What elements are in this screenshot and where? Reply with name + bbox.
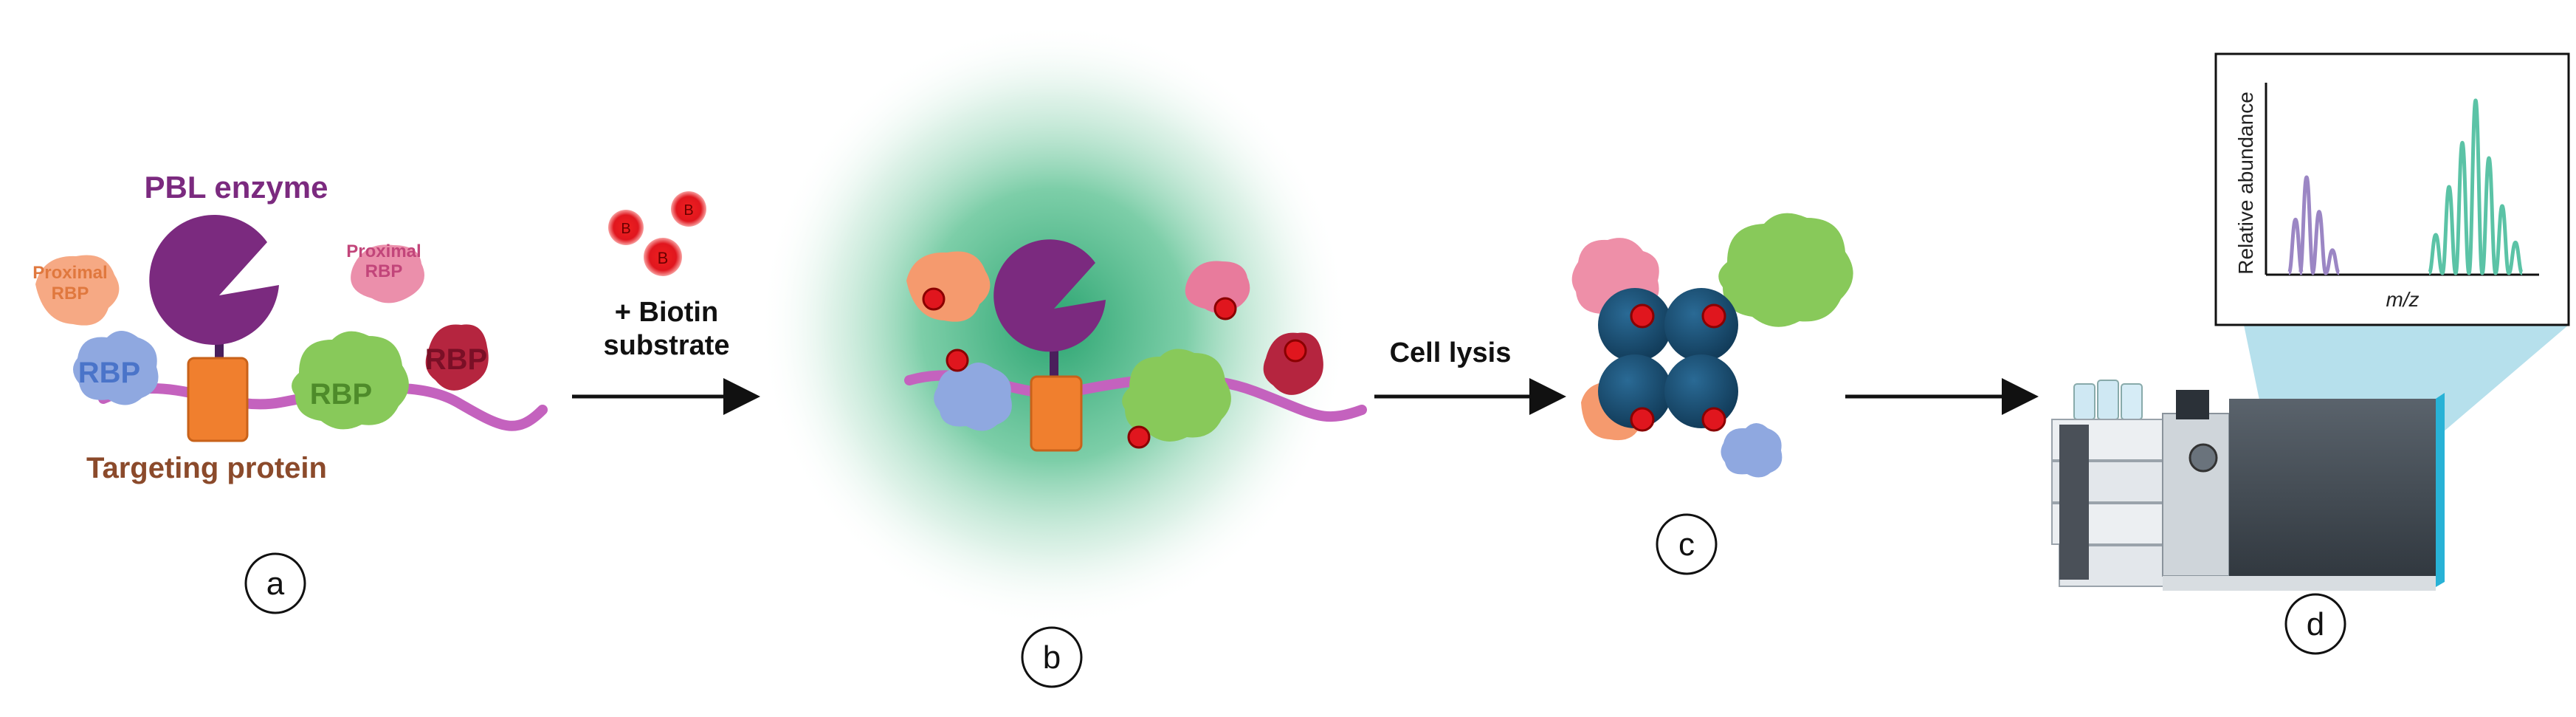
rbp-green	[292, 331, 409, 430]
lc-panel	[2059, 425, 2089, 580]
panel-d-circle	[2284, 593, 2346, 655]
solvent-bottle-2	[2097, 380, 2119, 420]
spectrum-ylabel: Relative abundance	[2234, 92, 2257, 275]
ms-front	[2162, 413, 2230, 577]
biotin-tag-c4	[1701, 407, 1726, 432]
targeting-label: Targeting protein	[86, 452, 327, 484]
biotin-tag-c1	[1630, 303, 1655, 329]
proximal-rbp-right	[351, 244, 424, 303]
proximal-left-line1: Proximal	[32, 263, 107, 283]
ms-side	[2436, 393, 2445, 587]
rbp-blue	[72, 331, 159, 405]
bead-4	[1664, 354, 1738, 428]
biotin-molecule-2	[671, 191, 706, 227]
panel-d-letter: d	[2307, 606, 2324, 642]
spectrum-peak-teal-4	[2480, 156, 2498, 275]
biotin-tag-b3	[1127, 425, 1151, 449]
panel-b-letter: b	[1043, 639, 1061, 676]
biotin-molecule-3	[644, 238, 682, 276]
ms-instrument	[2162, 390, 2445, 591]
ms-screen	[2176, 390, 2209, 419]
bead-3	[1598, 354, 1672, 428]
panel-c-letter: c	[1678, 526, 1695, 563]
panel-a: PBL enzyme Proximal RBP Proximal RBP RBP…	[32, 170, 548, 614]
panel-d: Relative abundance m/z d	[2051, 52, 2570, 655]
panel-b-circle	[1021, 626, 1083, 688]
pbl-enzyme-b	[993, 239, 1106, 352]
spectrum-peaks	[2287, 98, 2524, 275]
rbp-green-label: RBP	[310, 378, 372, 411]
proximal-right-line1: Proximal	[346, 241, 421, 261]
proximal-rbp-left	[35, 255, 120, 326]
biotin-tag-c2	[1701, 303, 1726, 329]
ms-base	[2163, 576, 2436, 591]
arrow-1: B B B + Biotin substrate	[572, 191, 760, 415]
spectrum-peak-teal-6	[2507, 240, 2524, 275]
biotin-glyph-2: B	[683, 202, 693, 219]
rbp-green-b	[1122, 349, 1231, 442]
captured-rbp-blue	[1721, 423, 1783, 478]
biotin-molecule-1	[608, 210, 644, 245]
lc-system	[2051, 380, 2171, 587]
biotin-tag-b4	[1213, 297, 1237, 320]
panel-c-circle	[1656, 513, 1718, 575]
spectrum-peak-purple-3	[2324, 248, 2341, 275]
bead-2	[1664, 288, 1738, 362]
ms-body	[2229, 399, 2436, 587]
panel-a-circle	[244, 552, 306, 614]
panel-c: c	[1571, 213, 1853, 575]
spectrum-peak-teal-1	[2440, 185, 2458, 275]
solvent-bottle-1	[2073, 383, 2095, 420]
proximal-right-line2: RBP	[365, 261, 403, 281]
arrow-1-line2: substrate	[603, 330, 729, 361]
enzyme-label: PBL enzyme	[145, 170, 328, 205]
spectrum-box	[2214, 52, 2570, 326]
proximal-rbp-b-right	[1185, 261, 1250, 314]
biotin-tag-c3	[1630, 407, 1655, 432]
spectrum-xlabel: m/z	[2386, 288, 2419, 311]
biotin-glyph-3: B	[658, 249, 669, 267]
spectrum-peak-teal-5	[2493, 204, 2511, 275]
rbp-red-b	[1263, 332, 1323, 395]
rbp-red	[425, 324, 489, 391]
targeting-protein	[187, 357, 249, 442]
biotin-tag-b5	[1284, 339, 1307, 363]
proximal-left-line2: RBP	[52, 284, 89, 303]
rbp-red-label: RBP	[425, 343, 487, 376]
captured-rbp-green	[1718, 213, 1853, 327]
ion-source-icon	[2188, 443, 2218, 473]
spectrum-peak-teal-3	[2467, 98, 2484, 275]
arrow-2-label: Cell lysis	[1390, 337, 1512, 368]
biotin-tag-b2	[946, 349, 969, 372]
pbl-enzyme	[149, 214, 279, 345]
rbp-blue-b	[934, 363, 1012, 431]
spectrum-peak-teal-2	[2453, 140, 2471, 275]
biotin-tag-b1	[922, 287, 946, 311]
rbp-blue-label: RBP	[78, 357, 140, 389]
panel-b: b	[759, 22, 1367, 688]
arrow-2: Cell lysis	[1374, 337, 1566, 415]
spectrum-peak-teal-0	[2427, 233, 2445, 275]
spectrum-peak-purple-1	[2298, 175, 2315, 275]
solvent-bottle-3	[2121, 383, 2143, 420]
spectrum-peak-purple-2	[2310, 210, 2328, 275]
arrow-1-line1: + Biotin	[615, 297, 718, 328]
panel-a-letter: a	[266, 566, 285, 602]
biotin-glyph-1: B	[621, 221, 630, 237]
targeting-protein-b	[1030, 375, 1083, 452]
